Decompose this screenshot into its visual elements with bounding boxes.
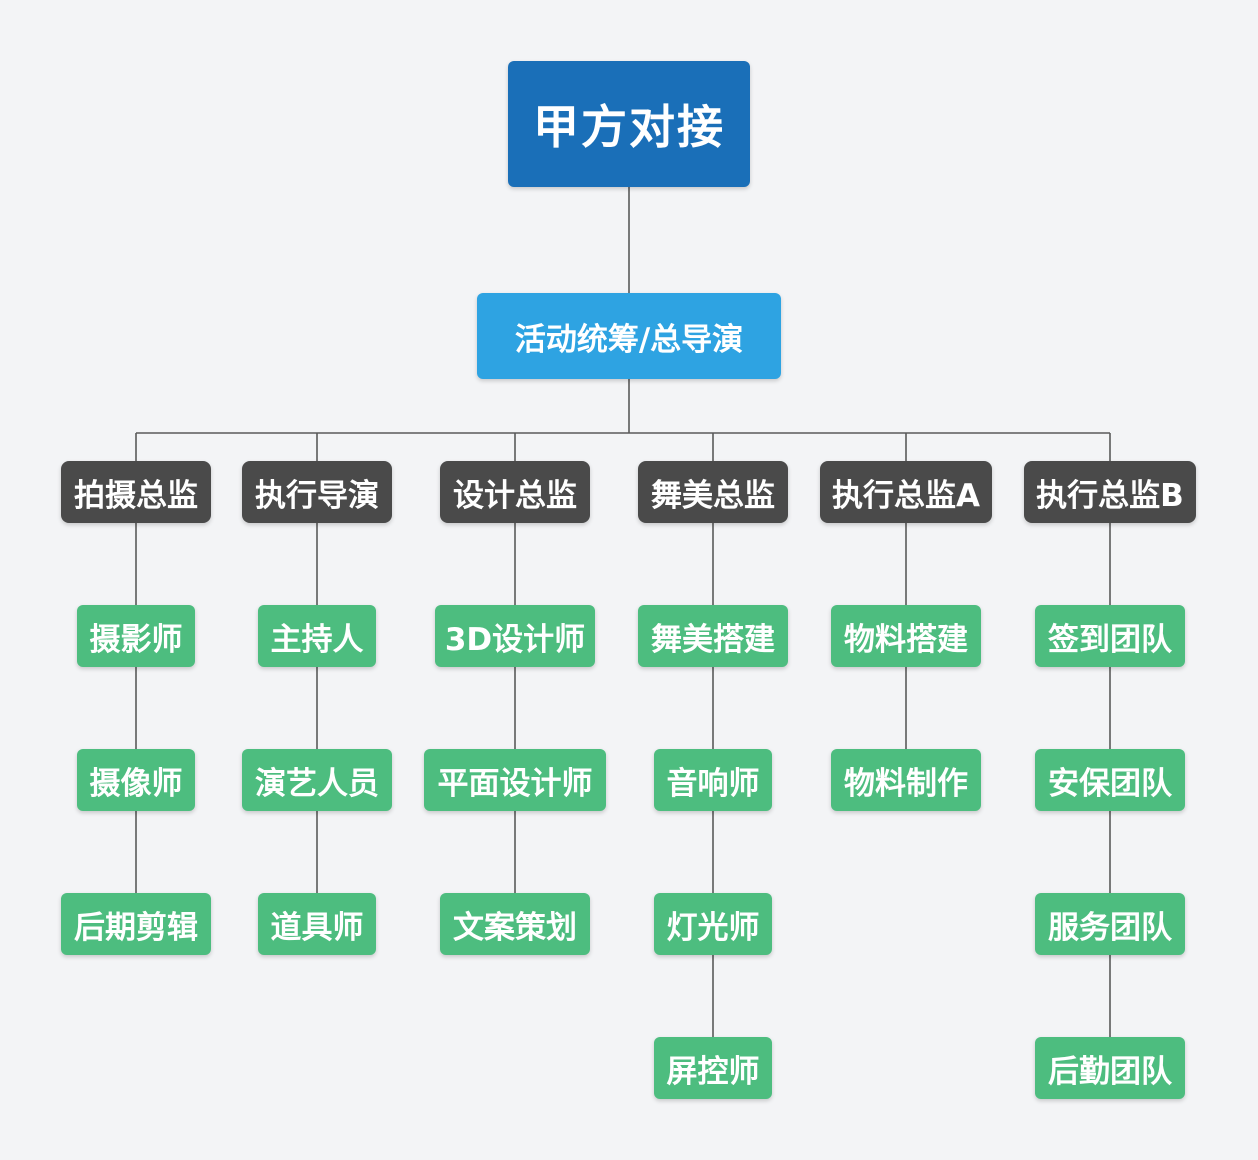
- role-label: 演艺人员: [255, 765, 379, 802]
- role-label: 后期剪辑: [74, 909, 198, 946]
- role-node[interactable]: 主持人: [258, 605, 376, 667]
- role-label: 舞美搭建: [651, 621, 775, 658]
- role-label: 平面设计师: [437, 765, 593, 802]
- director-node[interactable]: 执行导演: [242, 461, 392, 523]
- role-node[interactable]: 安保团队: [1035, 749, 1185, 811]
- role-label: 后勤团队: [1048, 1053, 1172, 1090]
- role-label: 3D设计师: [444, 621, 586, 658]
- director-node[interactable]: 舞美总监: [638, 461, 788, 523]
- director-label: 拍摄总监: [74, 477, 198, 514]
- director-label: 设计总监: [453, 477, 577, 514]
- role-node[interactable]: 屏控师: [654, 1037, 772, 1099]
- role-node[interactable]: 后期剪辑: [61, 893, 211, 955]
- role-label: 物料制作: [844, 765, 968, 802]
- role-node[interactable]: 演艺人员: [242, 749, 392, 811]
- coordinator-label: 活动统筹/总导演: [514, 321, 744, 358]
- role-label: 摄像师: [89, 765, 183, 802]
- role-node[interactable]: 签到团队: [1035, 605, 1185, 667]
- role-label: 物料搭建: [844, 621, 968, 658]
- role-node[interactable]: 服务团队: [1035, 893, 1185, 955]
- role-label: 摄影师: [89, 621, 183, 658]
- role-label: 主持人: [270, 621, 364, 658]
- role-label: 文案策划: [453, 909, 577, 946]
- director-node[interactable]: 设计总监: [440, 461, 590, 523]
- role-node[interactable]: 道具师: [258, 893, 376, 955]
- role-node[interactable]: 舞美搭建: [638, 605, 788, 667]
- director-label: 舞美总监: [651, 477, 775, 514]
- director-label: 执行总监A: [832, 477, 980, 514]
- director-label: 执行总监B: [1036, 477, 1184, 514]
- director-node[interactable]: 拍摄总监: [61, 461, 211, 523]
- role-label: 安保团队: [1048, 765, 1172, 802]
- role-node[interactable]: 灯光师: [654, 893, 772, 955]
- role-label: 屏控师: [666, 1053, 760, 1090]
- role-label: 道具师: [270, 909, 364, 946]
- role-node[interactable]: 平面设计师: [424, 749, 606, 811]
- director-node[interactable]: 执行总监A: [820, 461, 992, 523]
- root-label: 甲方对接: [533, 100, 725, 154]
- role-node[interactable]: 后勤团队: [1035, 1037, 1185, 1099]
- role-node[interactable]: 物料制作: [831, 749, 981, 811]
- director-node[interactable]: 执行总监B: [1024, 461, 1196, 523]
- director-label: 执行导演: [255, 477, 379, 514]
- role-label: 签到团队: [1048, 621, 1172, 658]
- role-node[interactable]: 3D设计师: [435, 605, 595, 667]
- role-node[interactable]: 文案策划: [440, 893, 590, 955]
- role-node[interactable]: 音响师: [654, 749, 772, 811]
- role-node[interactable]: 物料搭建: [831, 605, 981, 667]
- role-node[interactable]: 摄影师: [77, 605, 195, 667]
- role-label: 音响师: [666, 765, 760, 802]
- role-node[interactable]: 摄像师: [77, 749, 195, 811]
- root-node[interactable]: 甲方对接: [508, 61, 750, 187]
- role-label: 服务团队: [1048, 909, 1172, 946]
- coordinator-node[interactable]: 活动统筹/总导演: [477, 293, 781, 379]
- role-label: 灯光师: [666, 909, 760, 946]
